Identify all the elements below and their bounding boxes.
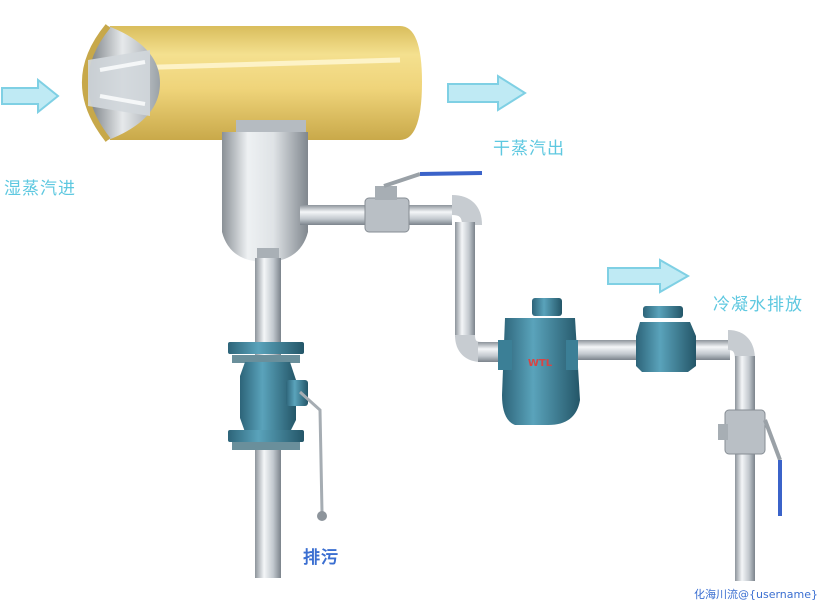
condensate-out-label: 冷凝水排放	[713, 295, 803, 315]
separator-bowl	[222, 120, 308, 262]
lower-ball-valve	[718, 409, 782, 516]
drain-label: 排污	[303, 548, 339, 568]
wet-steam-in-arrow-icon	[1, 77, 60, 115]
dry-steam-out-arrow-icon	[447, 74, 527, 112]
wet-steam-in-label: 湿蒸汽进	[4, 179, 76, 199]
condensate-out-arrow-icon	[607, 258, 691, 294]
steam-trap: WTL	[498, 298, 580, 425]
check-valve	[636, 306, 696, 372]
trap-marking: WTL	[528, 358, 553, 369]
drain-valve	[228, 342, 327, 521]
separator-shell	[82, 24, 422, 142]
dry-steam-out-label: 干蒸汽出	[493, 139, 565, 159]
watermark: 化海川流@{username}	[694, 588, 818, 601]
upper-ball-valve	[364, 171, 483, 233]
